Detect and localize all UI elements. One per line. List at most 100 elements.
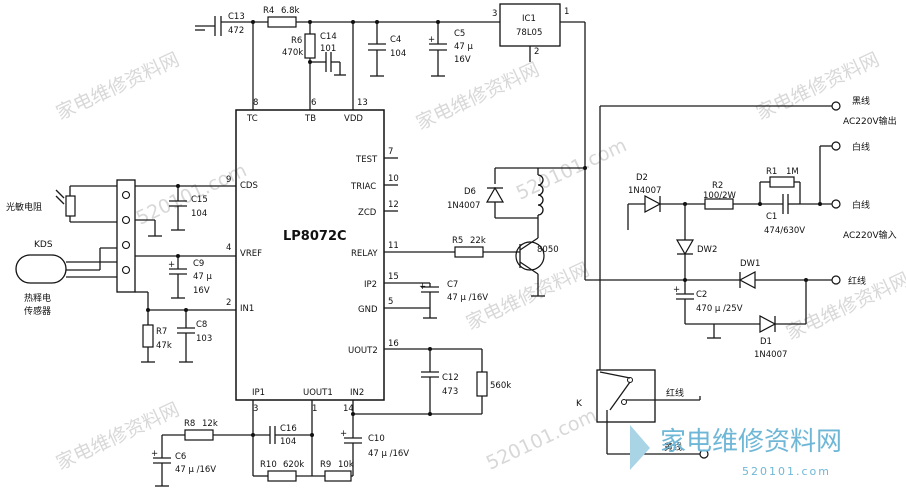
kds-label: KDS (34, 240, 53, 250)
ic-pin-num: 1 (312, 404, 317, 414)
svg-text:+: + (428, 35, 435, 45)
c6-ref: C6 (175, 452, 186, 462)
r9-resistor (324, 470, 352, 482)
c13-ref: C13 (228, 12, 245, 22)
ic-pin-num: 11 (388, 241, 399, 251)
ic-pin-num: 16 (388, 339, 399, 349)
r5-value: 22k (470, 236, 486, 246)
r4-resistor (267, 16, 297, 28)
ic-name: LP8072C (283, 229, 347, 244)
ic-pin-num: 14 (343, 404, 354, 414)
r2-value: 100/2W (703, 191, 736, 201)
relay-coil (537, 174, 544, 216)
bottom-network: R8 12k + C6 47 μ /16V C16 104 R10 620k R… (151, 400, 409, 487)
ic-pin-num: 6 (311, 98, 316, 108)
ic-pin-num: 3 (253, 404, 258, 414)
svg-text:+: + (673, 285, 680, 295)
relay-driver: R5 22k 8050 D6 1N4007 + C7 47 μ (351, 157, 587, 438)
ic1-pin-gnd: 2 (534, 47, 539, 57)
relay-k-ref: K (576, 399, 583, 409)
ic-pin-num: 9 (226, 175, 231, 185)
r8-ref: R8 (184, 419, 195, 429)
logo-text: 家电维修资料网 (660, 427, 842, 457)
ic-pin-label: TEST (355, 155, 378, 165)
d6-value: 1N4007 (447, 201, 480, 211)
r6-resistor (304, 33, 316, 59)
c5-ref: C5 (454, 29, 465, 39)
ic-pin-num: 13 (357, 98, 368, 108)
site-logo: 家电维修资料网 520101.com (630, 425, 842, 478)
ic-pin-label: CDS (240, 181, 258, 191)
red-wire-label-2: 红线 (666, 387, 684, 399)
d1-ref: D1 (760, 337, 772, 347)
regulator-ic1 (499, 3, 561, 47)
ic-pin-num: 2 (226, 298, 231, 308)
white-wire-terminal-1 (831, 141, 841, 151)
watermark-url: 520101.com (513, 134, 630, 204)
left-sensors: 光敏电阻 KDS 热释电 传感器 C15 104 + (6, 179, 236, 363)
c1-ref: C1 (766, 212, 777, 222)
c9-value: 47 μ (193, 272, 213, 282)
ic-pin-num: 5 (388, 297, 393, 307)
c4-ref: C4 (390, 35, 401, 45)
c10-value: 47 μ /16V (368, 449, 409, 459)
r9-value: 10k (338, 460, 354, 470)
c15-value: 104 (191, 209, 207, 219)
dw1-zener (738, 271, 756, 289)
yellow-wire-terminal (699, 449, 709, 459)
white-wire-label-1: 白线 (852, 141, 870, 153)
pir-label-2: 传感器 (24, 305, 51, 317)
dw1-ref: DW1 (740, 259, 760, 269)
ic-pin-num: 8 (253, 98, 258, 108)
c8-value: 103 (196, 334, 212, 344)
transistor-value: 8050 (537, 245, 559, 255)
watermark-text: 家电维修资料网 (753, 48, 883, 124)
r5-ref: R5 (452, 236, 463, 246)
svg-text:+: + (419, 282, 426, 292)
r1-value: 1M (786, 167, 799, 177)
black-wire-terminal (831, 101, 841, 111)
svg-text:+: + (151, 449, 158, 459)
d6-diode (485, 186, 505, 203)
svg-text:+: + (168, 260, 175, 270)
d2-ref: D2 (636, 173, 648, 183)
c9-voltage: 16V (193, 286, 210, 296)
ic-pin-label: UOUT1 (303, 388, 333, 398)
c2-ref: C2 (696, 290, 707, 300)
c12-ref: C12 (442, 373, 459, 383)
d1-diode (759, 315, 777, 333)
d6-ref: D6 (464, 187, 476, 197)
ic-pin-label: VDD (344, 114, 363, 124)
ic-pin-label: UOUT2 (348, 346, 378, 356)
c13-value: 472 (228, 26, 244, 36)
ic-pin-num: 7 (388, 147, 393, 157)
red-wire-terminal-1 (831, 275, 841, 285)
black-wire-label: 黑线 (852, 95, 870, 107)
watermark: 家电维修资料网 520101.com 家电维修资料网 520101.com 家电… (53, 48, 906, 474)
transistor-8050 (515, 241, 545, 271)
d1-value: 1N4007 (754, 350, 787, 360)
r2-ref: R2 (712, 181, 723, 191)
ic-pin-label: TRIAC (350, 182, 376, 192)
r8-resistor (184, 429, 214, 441)
watermark-url: 520101.com (483, 404, 600, 474)
c5-value: 47 μ (454, 42, 474, 52)
dw2-zener (675, 239, 695, 256)
logo-url: 520101.com (742, 465, 831, 478)
ic-pin-label: IP2 (364, 280, 377, 290)
yellow-wire-label: 黄线 (664, 441, 682, 453)
c4-value: 104 (390, 49, 406, 59)
c16-value: 104 (280, 437, 296, 447)
white-wire-label-2: 白线 (852, 199, 870, 211)
c14-value: 101 (320, 44, 336, 54)
logo-mark (630, 425, 650, 470)
ic-pin-label: IP1 (252, 388, 265, 398)
ic-pin-num: 4 (226, 243, 231, 253)
dw2-ref: DW2 (697, 245, 717, 255)
red-wire-label-1: 红线 (848, 275, 866, 287)
r6-ref: R6 (291, 36, 302, 46)
ic-pin-label: ZCD (358, 208, 377, 218)
main-ic: LP8072C 8 TC 6 TB 13 VDD 9 CDS 4 VREF 2 … (226, 98, 399, 414)
c2-value: 470 μ /25V (696, 304, 743, 314)
